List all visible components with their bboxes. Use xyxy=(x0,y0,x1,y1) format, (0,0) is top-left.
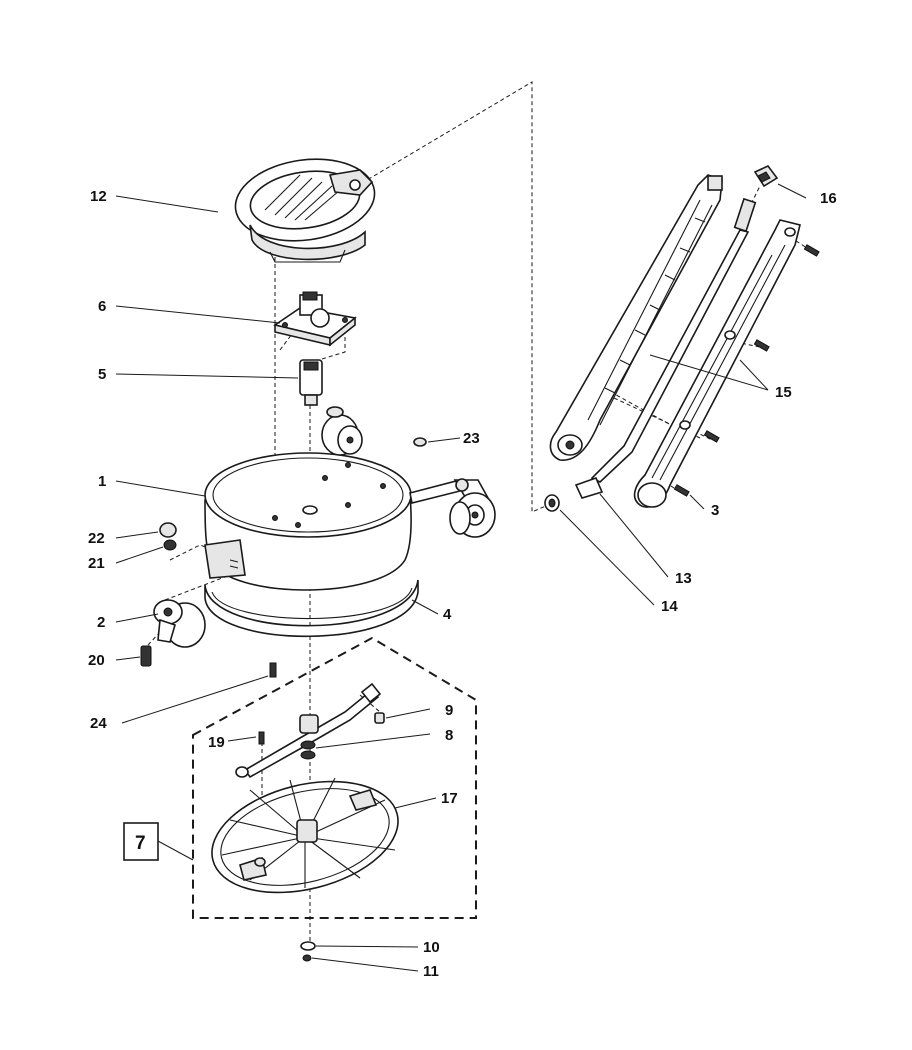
callout-15: 15 xyxy=(775,384,792,401)
callout-8: 8 xyxy=(445,727,453,744)
callout-3: 3 xyxy=(711,502,719,519)
part-6-swivel-block xyxy=(273,291,357,347)
callout-7: 7 xyxy=(135,833,146,854)
callout-10: 10 xyxy=(423,939,440,956)
callout-23: 23 xyxy=(463,430,480,447)
callout-14: 14 xyxy=(661,598,678,615)
callout-12: 12 xyxy=(90,188,107,205)
part-12-handle xyxy=(234,158,376,263)
part-9-nozzle xyxy=(374,712,385,724)
callout-11: 11 xyxy=(423,963,439,980)
part-8-seals xyxy=(300,740,316,760)
part-2-caster xyxy=(153,599,206,648)
part-13-lance xyxy=(574,197,757,499)
part-1-housing xyxy=(204,452,412,591)
part-14-washer xyxy=(544,494,560,512)
part-spray-bar xyxy=(235,682,382,779)
part-7-assembly-boundary xyxy=(123,636,477,919)
part-10-washer xyxy=(300,941,316,951)
part-15-wand-half-right xyxy=(633,219,801,508)
part-16-coupler xyxy=(753,165,779,188)
callout-22: 22 xyxy=(88,530,105,547)
callout-17: 17 xyxy=(441,790,458,807)
callout-labels: 12 6 5 23 1 22 21 2 4 20 24 9 8 19 17 7 … xyxy=(88,188,837,980)
part-17-disc xyxy=(211,777,399,894)
callout-20: 20 xyxy=(88,652,105,669)
callout-5: 5 xyxy=(98,366,106,383)
part-23-plug xyxy=(413,437,427,447)
part-19-screw xyxy=(258,731,265,745)
part-11-screw xyxy=(302,954,312,962)
callout-2: 2 xyxy=(97,614,105,631)
part-15-wand-half-left xyxy=(549,174,723,461)
part-3-screws xyxy=(673,244,820,497)
caster-wheel-right xyxy=(409,478,496,538)
callout-21: 21 xyxy=(88,555,105,572)
callout-4: 4 xyxy=(443,606,452,623)
callout-1: 1 xyxy=(98,473,106,490)
callout-24: 24 xyxy=(90,715,107,732)
part-4-seal-ring xyxy=(204,579,419,638)
callout-16: 16 xyxy=(820,190,837,207)
part-20-bolt xyxy=(140,645,152,667)
part-21-nut xyxy=(163,539,177,551)
callout-9: 9 xyxy=(445,702,453,719)
caster-wheel-top xyxy=(321,406,363,456)
leader-lines xyxy=(115,183,807,972)
part-5-nozzle-holder xyxy=(299,359,323,406)
part-24-screw xyxy=(269,662,277,678)
part-22-cap xyxy=(159,522,177,538)
callout-13: 13 xyxy=(675,570,692,587)
callout-6: 6 xyxy=(98,298,106,315)
callout-19: 19 xyxy=(208,734,225,751)
